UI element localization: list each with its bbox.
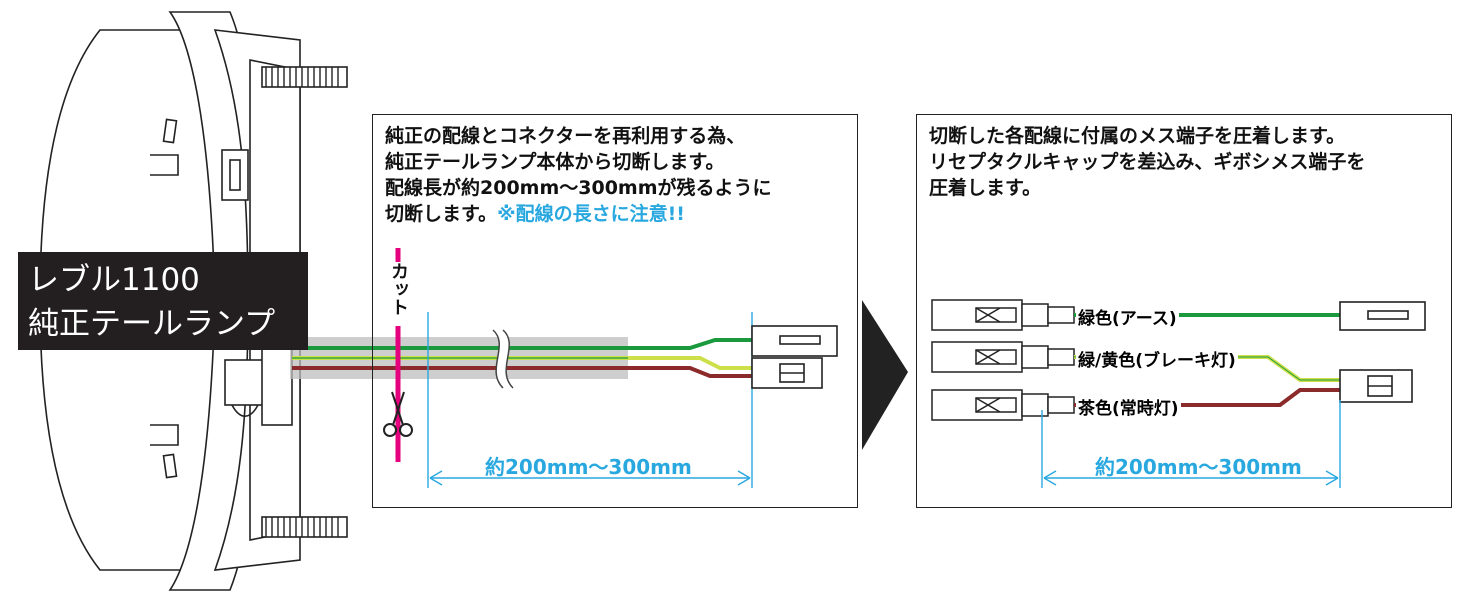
warning-text: ※配線の長さに注意!! — [497, 203, 685, 225]
dimension-label: 約200mm～300mm — [1095, 455, 1302, 479]
instruction-line: 純正の配線とコネクターを再利用する為、 — [385, 125, 746, 147]
next-step-arrow-icon — [862, 300, 908, 450]
dimension-label: 約200mm～300mm — [485, 455, 692, 479]
wire-label-green: 緑色(アース) — [1076, 304, 1179, 329]
cut-label: カット — [386, 262, 410, 322]
instruction-line: 切断した各配線に付属のメス端子を圧着します。 — [929, 125, 1346, 147]
cut-line — [383, 248, 413, 462]
instruction-line: リセプタクルキャップを差込み、ギボシメス端子を — [929, 151, 1366, 173]
lamp-label-line2: 純正テールランプ — [28, 306, 276, 342]
panel-crimp-text: 切断した各配線に付属のメス端子を圧着します。 リセプタクルキャップを差込み、ギボ… — [929, 123, 1365, 201]
connector-right — [1339, 301, 1426, 403]
instruction-line-last: 切断します。※配線の長さに注意!! — [385, 201, 772, 227]
terminals-right — [931, 299, 1075, 421]
instruction-line: 圧着します。 — [929, 177, 1042, 199]
cut-text: カット — [388, 262, 409, 316]
connector-left — [751, 325, 838, 389]
harness-left — [290, 326, 752, 392]
instruction-text: 切断します。 — [385, 203, 498, 225]
step-panel-crimp: 切断した各配線に付属のメス端子を圧着します。 リセプタクルキャップを差込み、ギボ… — [916, 114, 1452, 508]
lamp-label: レブル1100 純正テールランプ — [18, 252, 308, 350]
lamp-label-line1: レブル1100 — [28, 262, 200, 298]
dimension-right — [1041, 400, 1341, 488]
wire-label-brown: 茶色(常時灯) — [1076, 394, 1181, 419]
step-panel-cut: 純正の配線とコネクターを再利用する為、 純正テールランプ本体から切断します。 配… — [372, 114, 858, 508]
instruction-line: 配線長が約200mm～300mmが残るように — [385, 177, 772, 199]
wire-label-green-yellow: 緑/黄色(ブレーキ灯) — [1076, 346, 1238, 371]
panel-cut-text: 純正の配線とコネクターを再利用する為、 純正テールランプ本体から切断します。 配… — [385, 123, 772, 227]
instruction-line: 純正テールランプ本体から切断します。 — [385, 151, 725, 173]
